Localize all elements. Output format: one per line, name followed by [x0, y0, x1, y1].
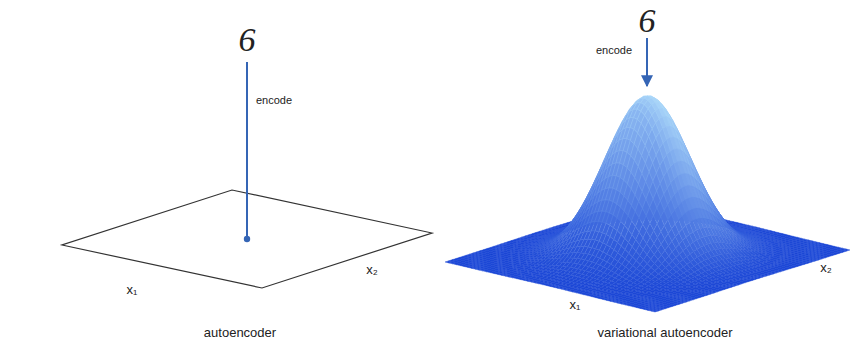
gaussian-surface — [445, 96, 850, 312]
latent-point — [244, 236, 250, 242]
encode-line — [246, 62, 248, 237]
